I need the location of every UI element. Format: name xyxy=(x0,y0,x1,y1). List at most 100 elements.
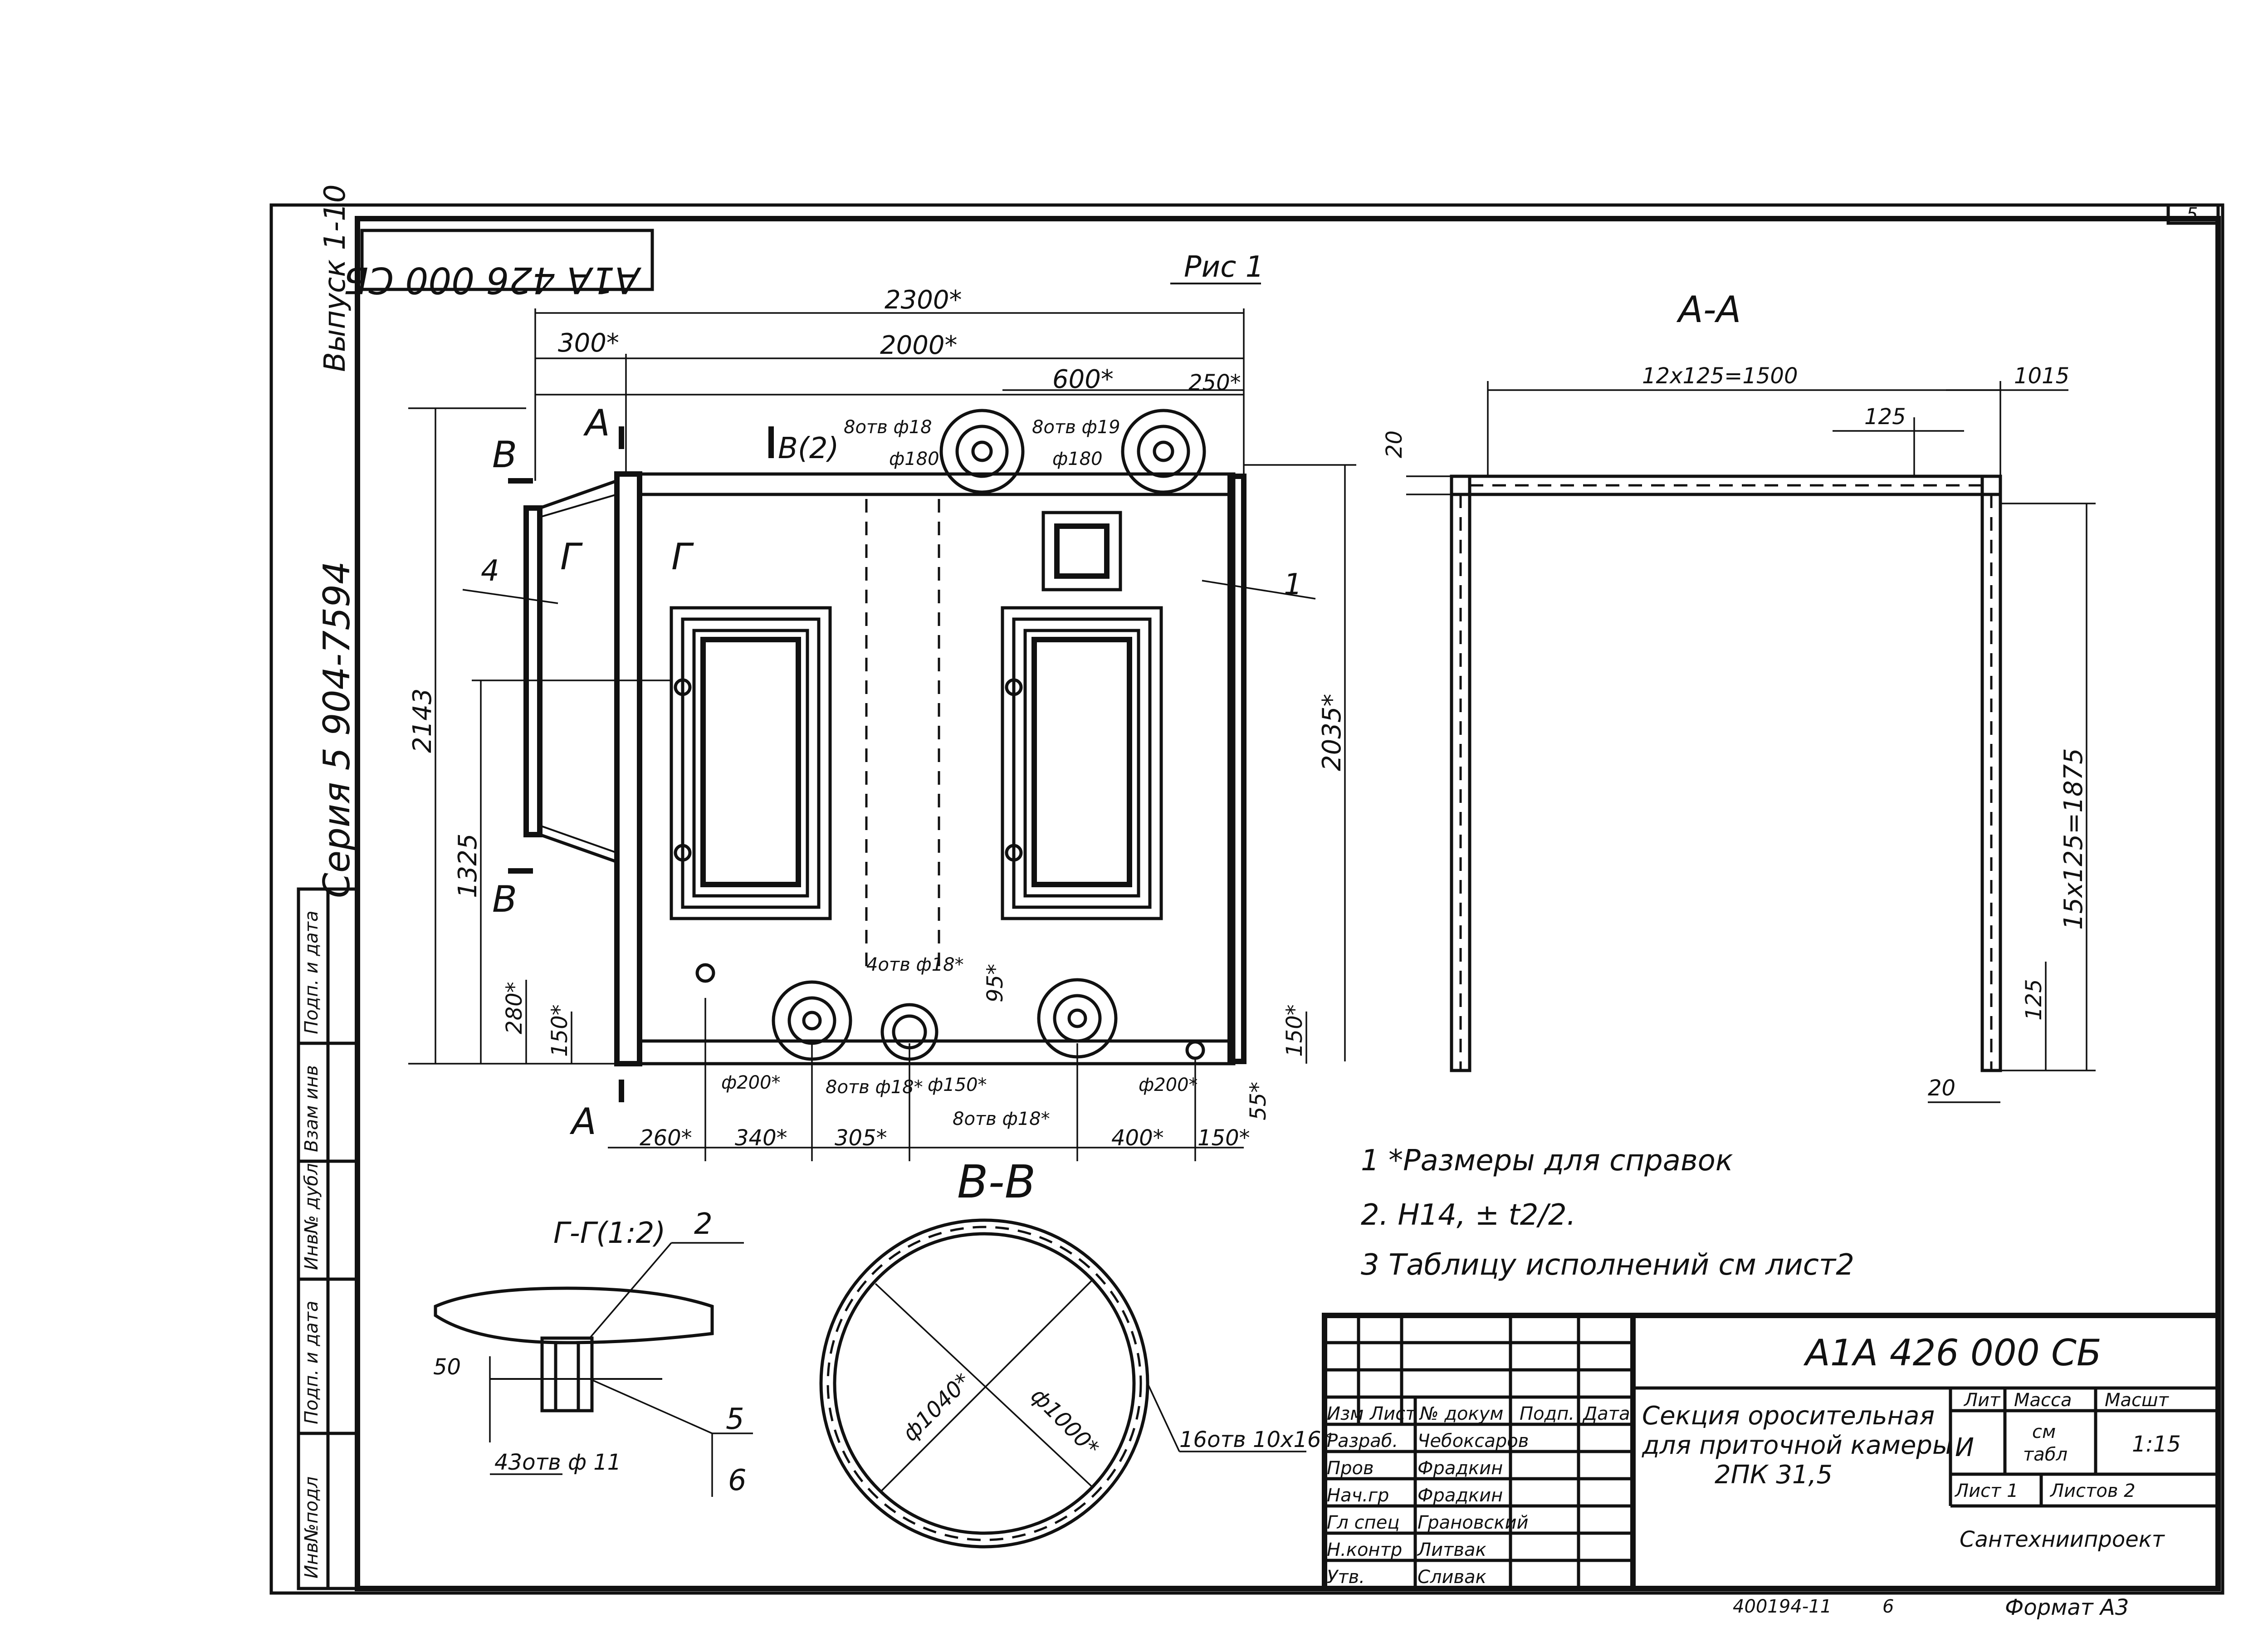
dim-b-305: 305* xyxy=(835,1125,887,1151)
dim-width-2000: 2000* xyxy=(880,331,958,360)
dim-b-340: 340* xyxy=(735,1125,787,1151)
dim-h-55: 55* xyxy=(1246,1082,1271,1120)
section-aa-title: А-А xyxy=(1676,288,1741,331)
strip-label-0: Инв№подл xyxy=(301,1476,322,1579)
cut-g-right: Г xyxy=(671,536,694,578)
note-holes-8-a: 8отв ф18* xyxy=(826,1077,923,1098)
note-3: 3 Таблицу исполнений см лист2 xyxy=(1361,1248,1854,1282)
cut-b-top: В xyxy=(492,434,517,476)
tb-role-1: Пров xyxy=(1327,1458,1374,1479)
tb-designation: А1А 426 000 СБ xyxy=(1803,1332,2102,1374)
tb-col-izm: Изм xyxy=(1327,1403,1364,1424)
tb-name-4: Литвак xyxy=(1417,1540,1486,1560)
tb-title-line3: 2ПК 31,5 xyxy=(1715,1460,1833,1490)
tb-name-5: Сливак xyxy=(1418,1567,1486,1588)
outer-frame xyxy=(269,203,2224,1595)
tb-name-1: Фрадкин xyxy=(1418,1458,1503,1479)
note-1: 1 *Размеры для справок xyxy=(1361,1144,1733,1178)
note-d150: ф150* xyxy=(928,1075,987,1095)
dim-h-150-right: 150* xyxy=(1282,1004,1307,1057)
dim-top-250: 250* xyxy=(1188,370,1241,396)
aa-right-1015: 1015 xyxy=(2014,363,2069,389)
dim-h-280: 280* xyxy=(502,982,527,1034)
aa-thick-20-top: 20 xyxy=(1382,430,1407,458)
tb-col-list: Лист xyxy=(1369,1403,1417,1424)
section-bb: В-В ф1040* ф1000* 16отв 10х16* xyxy=(819,1155,1332,1549)
tb-mass-value-1: см xyxy=(2032,1422,2056,1442)
dim-b-260: 260* xyxy=(640,1125,692,1151)
strip-label-1: Подп. и дата xyxy=(301,1301,322,1424)
tb-name-2: Фрадкин xyxy=(1418,1485,1503,1506)
note-d200-left: ф200* xyxy=(721,1072,781,1093)
note-holes-8-b: 8отв ф18* xyxy=(953,1109,1050,1129)
tb-mass-label: Масса xyxy=(2014,1390,2072,1411)
aa-side-pitch: 15х125=1875 xyxy=(2059,748,2088,930)
corner-box xyxy=(2166,203,2220,225)
tb-name-0: Чебоксаров xyxy=(1418,1431,1529,1452)
aa-top-pitch: 12х125=1500 xyxy=(1642,363,1798,389)
cut-g-left: Г xyxy=(560,536,583,578)
tb-role-4: Н.контр xyxy=(1327,1540,1402,1560)
dim-h-95: 95* xyxy=(982,964,1008,1002)
tb-lit-label: Лит xyxy=(1963,1390,2001,1411)
tb-scale-label: Масшт xyxy=(2105,1390,2170,1411)
designation-stamp-box xyxy=(360,229,654,291)
tb-role-2: Нач.гр xyxy=(1327,1485,1389,1506)
tb-col-podp: Подп. xyxy=(1520,1403,1574,1424)
tb-scale-value: 1:15 xyxy=(2132,1432,2181,1457)
strip-label-4: Подп. и дата xyxy=(301,911,322,1034)
dim-height-2143: 2143 xyxy=(408,688,437,753)
aa-thick-20-bottom: 20 xyxy=(1928,1075,1955,1101)
title-block: А1А 426 000 СБ Секция оросительная для п… xyxy=(1322,1313,2221,1591)
footer-doc-no: 400194-11 xyxy=(1733,1596,1832,1617)
dim-left-300: 300* xyxy=(558,328,619,358)
cut-a-bottom: А xyxy=(569,1100,596,1143)
bb-d1000: ф1000* xyxy=(1026,1383,1104,1461)
gg-callout6: 6 xyxy=(728,1464,747,1497)
gg-dim50: 50 xyxy=(433,1354,461,1380)
dim-overall-width: 2300* xyxy=(885,285,962,315)
tb-org: Сантехниипроект xyxy=(1960,1527,2165,1552)
callout-part1: 1 xyxy=(1284,568,1302,601)
gg-holes: 43отв ф 11 xyxy=(494,1450,621,1475)
dim-b-150: 150* xyxy=(1198,1125,1250,1151)
tb-col-data: Дата xyxy=(1582,1403,1630,1424)
dim-height-2035: 2035* xyxy=(1317,694,1347,771)
note-holes-top-right: 8отв ф19 xyxy=(1032,417,1120,438)
callout-part4: 4 xyxy=(481,554,499,588)
cut-b-bottom: В xyxy=(492,878,517,920)
tb-title-line2: для приточной камеры xyxy=(1642,1431,1952,1460)
tb-mass-value-2: табл xyxy=(2023,1444,2068,1465)
note-holes-top-left: 8отв ф18 xyxy=(844,417,932,438)
tb-role-3: Гл спец xyxy=(1327,1512,1400,1533)
bb-title: В-В xyxy=(957,1155,1036,1208)
main-view: 2300* 2000* 300* 600* 250* 2143 1325 203… xyxy=(408,285,1356,1161)
section-aa: А-А 12х125=1500 1015 125 20 15х125=1875 … xyxy=(1382,288,2096,1103)
series-label: Серия 5 904-7594 xyxy=(316,561,358,898)
footer-page: 6 xyxy=(1882,1596,1894,1617)
dim-b-400: 400* xyxy=(1111,1125,1164,1151)
tb-sheets: Листов 2 xyxy=(2049,1481,2136,1501)
designation-stamp: A1A 426 000 СБ xyxy=(343,259,642,301)
gg-callout2: 2 xyxy=(694,1207,713,1241)
tb-lit-value: И xyxy=(1955,1433,1974,1462)
dim-height-1325: 1325 xyxy=(453,833,483,898)
strip-label-3: Взам инв xyxy=(301,1065,322,1152)
strip-label-2: Инв№ дубл xyxy=(301,1163,322,1270)
note-d180-right: ф180 xyxy=(1052,449,1103,469)
inner-frame xyxy=(355,216,2221,1591)
gg-callout5: 5 xyxy=(726,1403,744,1436)
cut-a-top: А xyxy=(583,402,610,444)
figure-label: Рис 1 xyxy=(1184,250,1264,284)
issue-label: Выпуск 1-10 xyxy=(318,184,352,372)
tb-role-0: Разраб. xyxy=(1327,1431,1398,1452)
tb-title-line1: Секция оросительная xyxy=(1642,1401,1935,1431)
dim-h-150-left: 150* xyxy=(547,1004,572,1057)
dim-top-600: 600* xyxy=(1052,365,1114,394)
section-gg: Г-Г(1:2) 2 50 43отв ф 11 5 6 xyxy=(433,1207,753,1497)
note-holes-4: 4отв ф18* xyxy=(866,954,964,975)
cut-b2: В(2) xyxy=(778,432,839,465)
bb-holes: 16отв 10х16* xyxy=(1179,1427,1332,1452)
corner-number: 5 xyxy=(2186,204,2198,225)
